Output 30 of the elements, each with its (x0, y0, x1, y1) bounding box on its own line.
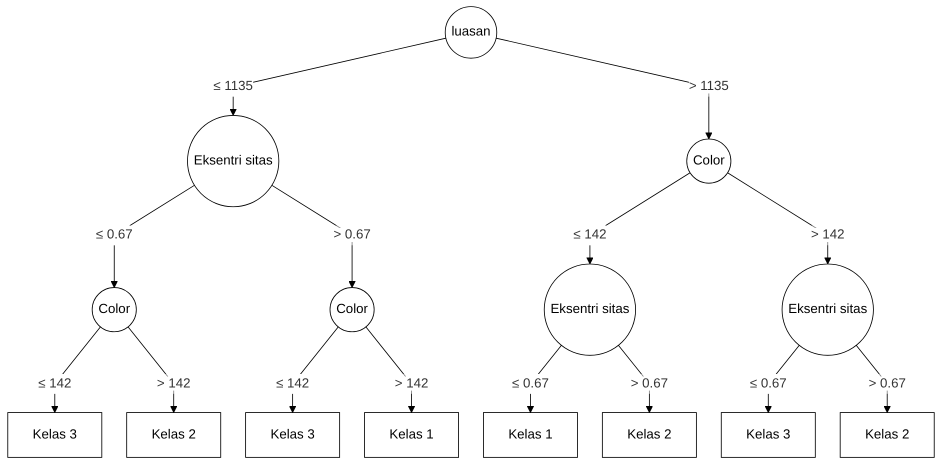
node-circle: Eksentri sitas (544, 264, 636, 356)
node-box: Kelas 1 (364, 412, 459, 458)
edge-label: ≤ 142 (276, 376, 310, 391)
node-circle: Eksentri sitas (782, 264, 874, 356)
edge-label: > 0.67 (868, 376, 906, 391)
edge-label: > 0.67 (333, 228, 371, 242)
edge-label: ≤ 142 (38, 376, 72, 391)
edge-label: > 1135 (688, 79, 729, 94)
node-circle: Eksentri sitas (187, 115, 280, 208)
node-box: Kelas 3 (245, 412, 340, 458)
node-box: Kelas 3 (720, 412, 816, 458)
edge-label: > 0.67 (630, 376, 668, 391)
edge-label: ≤ 0.67 (96, 228, 133, 242)
node-circle: Color (92, 287, 137, 332)
edge-label: ≤ 1135 (213, 79, 253, 94)
edge-label: > 142 (810, 228, 845, 242)
edge-label: ≤ 0.67 (512, 376, 549, 391)
edge-label: > 142 (156, 376, 190, 391)
arrow (496, 38, 712, 140)
node-box: Kelas 3 (7, 412, 102, 458)
node-circle: Color (330, 287, 375, 332)
node-circle: Color (686, 138, 732, 184)
node-box: Kelas 1 (483, 412, 578, 458)
node-box: Kelas 2 (126, 412, 222, 458)
node-box: Kelas 2 (602, 412, 697, 458)
edge-label: ≤ 142 (573, 228, 606, 242)
node-box: Kelas 2 (840, 412, 935, 458)
edge-label: > 142 (394, 376, 428, 391)
edge-label: ≤ 0.67 (750, 376, 787, 391)
node-circle: luasan (444, 6, 498, 59)
